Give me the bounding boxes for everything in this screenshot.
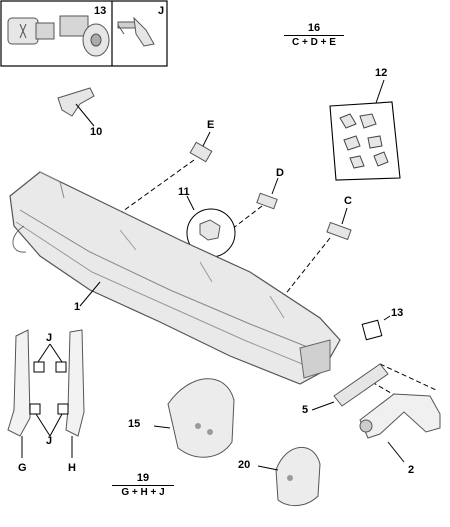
clip-C bbox=[326, 207, 352, 241]
fastener-box-13 bbox=[361, 315, 391, 341]
formula-19-number: 19 bbox=[136, 472, 150, 484]
callout-J-left-lower: J bbox=[46, 435, 53, 447]
callout-15: 15 bbox=[128, 418, 141, 430]
formula-16-number: 16 bbox=[307, 22, 321, 34]
callout-E: E bbox=[207, 119, 215, 131]
callout-1: 1 bbox=[74, 301, 81, 313]
callout-C: C bbox=[344, 195, 352, 207]
callout-13-top: 13 bbox=[94, 5, 107, 17]
frame-part-2 bbox=[359, 393, 441, 463]
formula-16-expr: C + D + E bbox=[284, 35, 344, 49]
callout-10: 10 bbox=[90, 126, 103, 138]
stud-screw-icon bbox=[59, 15, 110, 57]
callout-13-right: 13 bbox=[391, 307, 404, 319]
clip-part-10 bbox=[57, 87, 95, 127]
callout-12: 12 bbox=[375, 67, 388, 79]
callout-5: 5 bbox=[302, 404, 309, 416]
callout-G: G bbox=[18, 462, 27, 474]
callout-J-left-upper: J bbox=[46, 332, 53, 344]
formula-19: 19 G + H + J bbox=[112, 472, 174, 499]
formula-19-expr: G + H + J bbox=[112, 485, 174, 499]
guard-part-15 bbox=[153, 378, 235, 458]
rivet-icon bbox=[117, 16, 155, 47]
callout-D: D bbox=[276, 167, 284, 179]
clip-D bbox=[256, 177, 279, 210]
callout-J-top: J bbox=[158, 5, 165, 17]
screw-icon bbox=[7, 17, 55, 45]
bumper-beam-part-1 bbox=[9, 171, 341, 385]
clip-bag-box-12 bbox=[329, 79, 401, 181]
formula-16: 16 C + D + E bbox=[284, 22, 344, 49]
callout-H: H bbox=[68, 462, 76, 474]
clip-E bbox=[189, 131, 213, 163]
guard-part-20 bbox=[257, 447, 321, 506]
callout-20: 20 bbox=[238, 459, 251, 471]
bracket-part-5 bbox=[311, 363, 389, 411]
callout-2: 2 bbox=[408, 464, 415, 476]
mounting-plates-G-H bbox=[7, 329, 85, 458]
callout-11: 11 bbox=[178, 186, 190, 198]
